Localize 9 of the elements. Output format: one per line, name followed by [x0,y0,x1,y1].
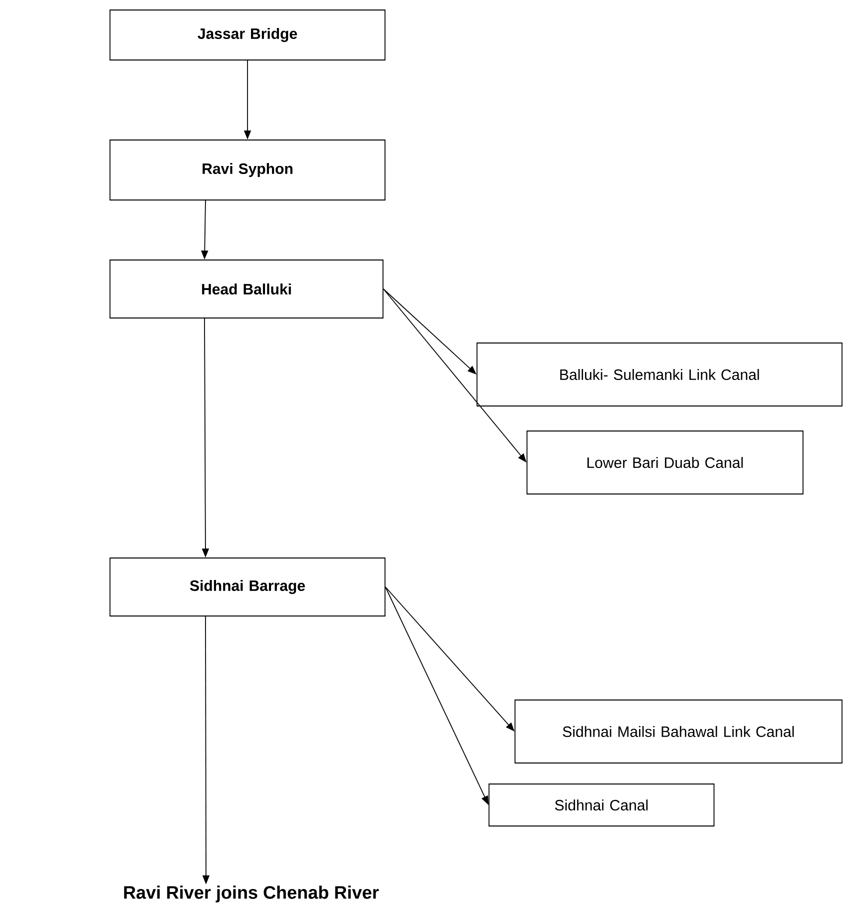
process-box: Jassar Bridge [110,10,386,60]
canal-box: Sidhnai Canal [488,784,714,826]
process-box: Sidhnai Barrage [110,558,386,616]
canal-box: Balluki- Sulemanki Link Canal [476,342,842,406]
canal-box: Sidhnai Mailsi Bahawal Link Canal [514,700,842,764]
process-box: Head Balluki [110,260,384,318]
process-box: Ravi Syphon [110,140,386,200]
outcome-text: Ravi River joins Chenab River [124,886,379,902]
canal-box: Lower Bari Duab Canal [526,430,804,494]
